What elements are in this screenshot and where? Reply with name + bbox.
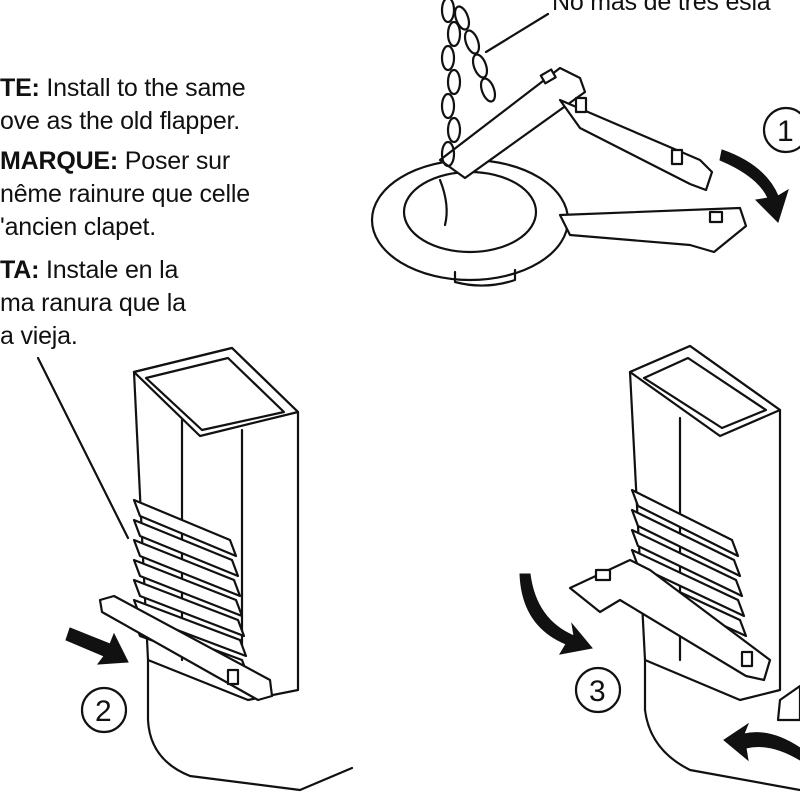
tube-right-arm (568, 558, 772, 682)
note-french-line1: MARQUE: Poser sur (0, 145, 230, 178)
note-french-line2: nême rainure que celle (0, 180, 250, 208)
tube-left-opening (144, 356, 286, 432)
note-english-text1: Install to the same (39, 74, 246, 102)
tube-left-base (146, 658, 354, 792)
step-1-badge (762, 106, 800, 154)
note-french-label: MARQUE: (0, 147, 119, 175)
step-1-number: 1 (777, 115, 794, 148)
overflow-tube-right: 3 (519, 344, 800, 792)
note-english-line2: ove as the old flapper. (0, 107, 241, 135)
upper-peg-1 (574, 96, 588, 114)
chain (438, 0, 497, 227)
overflow-tube-left: 2 (36, 346, 354, 792)
step-3-badge (574, 666, 622, 714)
chain-leader-line (484, 12, 550, 54)
arm-slot-lower (708, 210, 724, 224)
upper-peg-2 (670, 148, 684, 166)
flapper-disk (370, 158, 570, 282)
flapper-bottom (453, 268, 517, 287)
tube-left-peg (226, 668, 240, 686)
step-3-arrow-bottom (723, 722, 800, 762)
note-spanish-label: TA: (0, 256, 40, 284)
step-3-number: 3 (589, 675, 606, 708)
tube-right-base (643, 658, 800, 792)
note-french-line3: 'ancien clapet. (0, 213, 157, 241)
note-spanish-line3: a vieja. (0, 322, 78, 350)
step-2-number: 2 (95, 695, 112, 728)
step-1-arrow (719, 149, 789, 223)
step-2-badge (80, 686, 128, 734)
tube-right-opening (642, 356, 768, 430)
flapper-upper-rail (558, 98, 714, 192)
tube-right-arm-slot (594, 568, 612, 582)
flapper-upper-arm (438, 66, 587, 180)
tube-right-peg (740, 650, 754, 668)
note-english-label: TE: (0, 74, 40, 102)
arm-slot-upper (539, 68, 557, 85)
note-spanish-line1: TA: Instale en la (0, 254, 178, 287)
note-leader-line (36, 356, 130, 540)
step-2-arrow (65, 627, 129, 665)
note-spanish-text1: Instale en la (39, 256, 179, 284)
note-french-text1: Poser sur (118, 147, 230, 175)
flapper-assembly: 1 (370, 0, 800, 287)
note-spanish-line2: ma ranura que la (0, 289, 186, 317)
note-english-line1: TE: Install to the same (0, 72, 246, 105)
top-note: No más de tres esla (552, 0, 771, 16)
tube-right-lower-arm (776, 684, 800, 722)
flapper-lower-arm (558, 206, 748, 254)
step-3-arrow-left (519, 573, 593, 655)
